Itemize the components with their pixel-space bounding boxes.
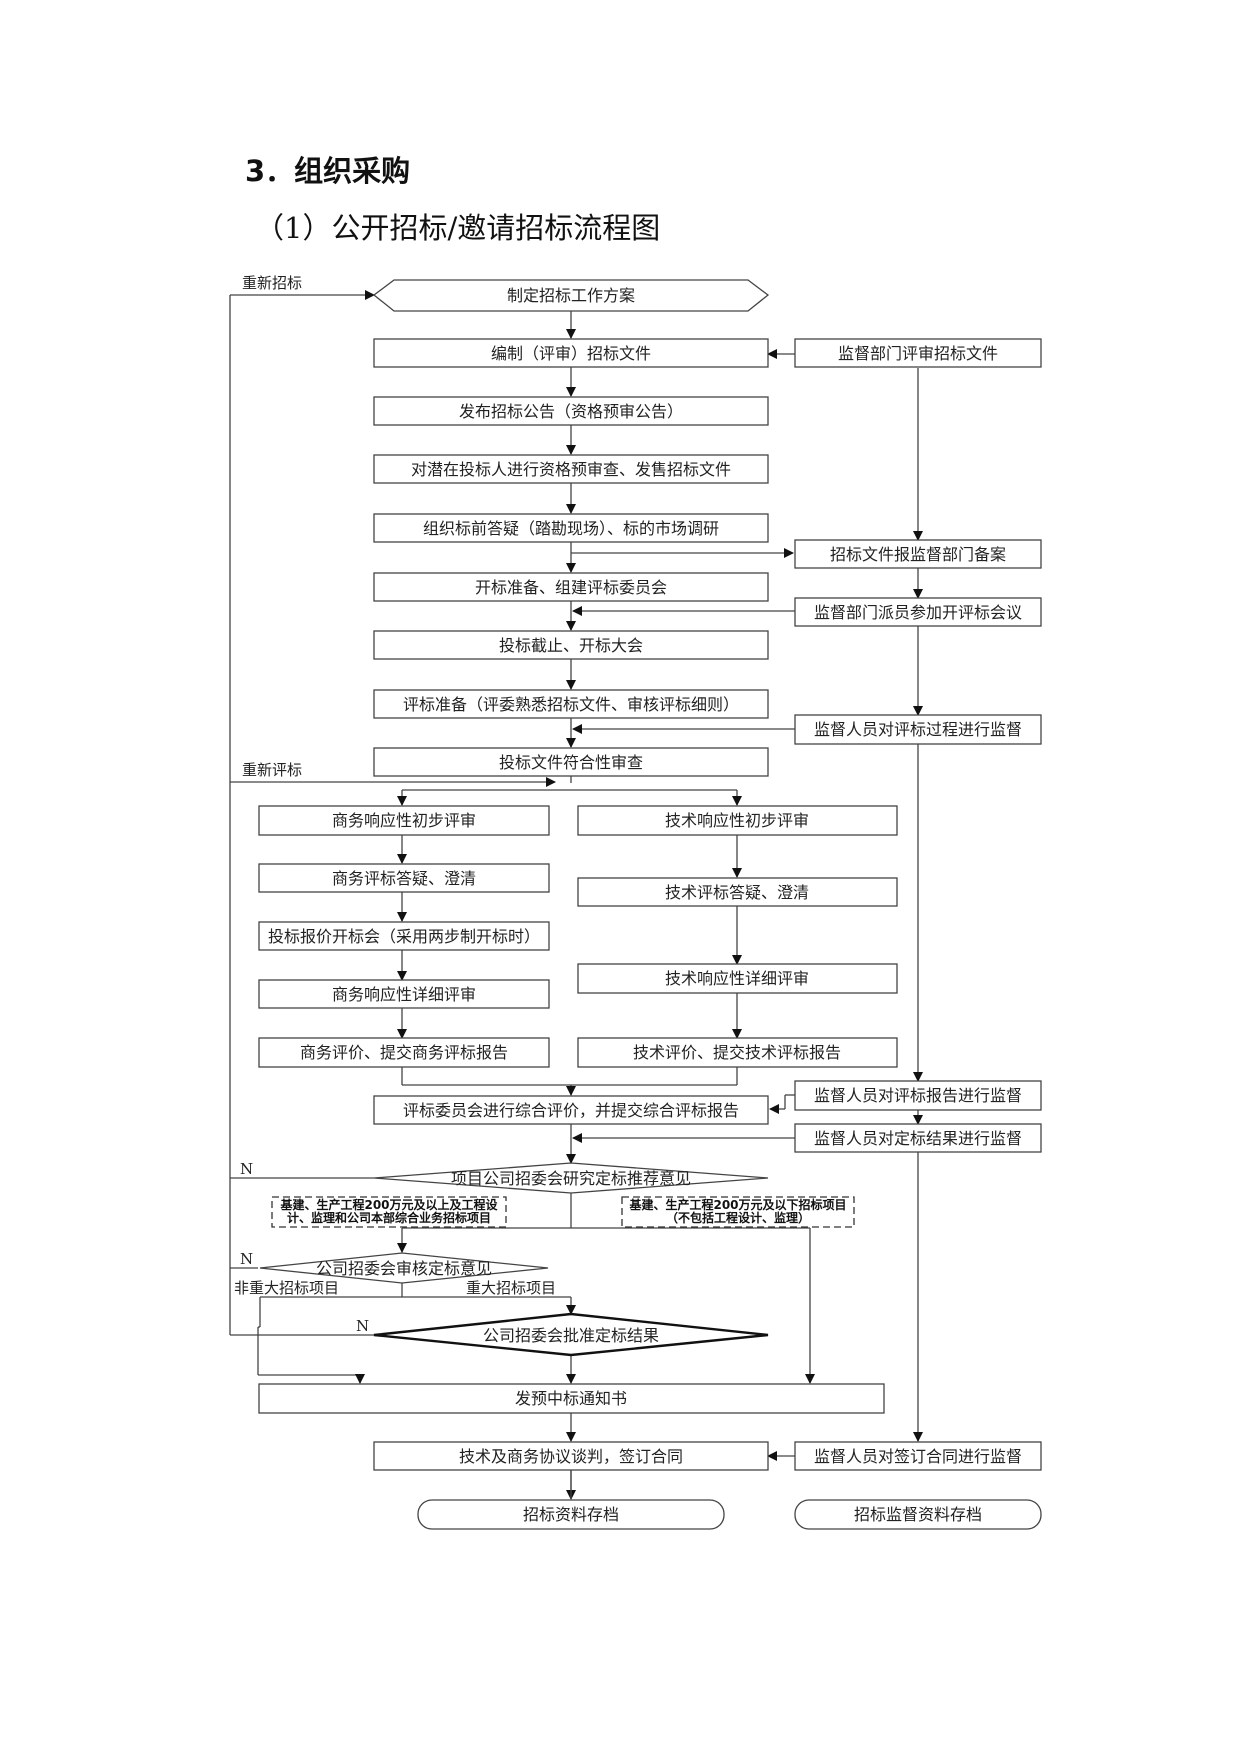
node-biz-prelim: 商务响应性初步评审	[258, 805, 550, 836]
svg-text:投标文件符合性审查: 投标文件符合性审查	[499, 753, 643, 772]
svg-text:公司招委会审核定标意见: 公司招委会审核定标意见	[316, 1259, 492, 1278]
svg-text:监督部门评审招标文件: 监督部门评审招标文件	[838, 344, 998, 363]
svg-text:监督人员对定标结果进行监督: 监督人员对定标结果进行监督	[814, 1129, 1022, 1148]
node-sup-eval: 监督人员对评标过程进行监督	[794, 714, 1042, 745]
svg-text:招标文件报监督部门备案: 招标文件报监督部门备案	[830, 545, 1006, 564]
scope-major: 基建、生产工程200万元及以上及工程设 计、监理和公司本部综合业务招标项目	[271, 1196, 507, 1228]
svg-text:监督人员对签订合同进行监督: 监督人员对签订合同进行监督	[814, 1447, 1022, 1466]
svg-text:商务评价、提交商务评标报告: 商务评价、提交商务评标报告	[300, 1043, 508, 1062]
node-compliance: 投标文件符合性审查	[373, 747, 769, 777]
svg-text:评标委员会进行综合评价，并提交综合评标报告: 评标委员会进行综合评价，并提交综合评标报告	[403, 1101, 739, 1120]
label-major: 重大招标项目	[466, 1279, 556, 1297]
node-sup-report: 监督人员对评标报告进行监督	[794, 1080, 1042, 1111]
node-biz-report: 商务评价、提交商务评标报告	[258, 1037, 550, 1068]
node-deadline: 投标截止、开标大会	[373, 630, 769, 660]
svg-text:基建、生产工程200万元及以下招标项目: 基建、生产工程200万元及以下招标项目	[628, 1197, 846, 1212]
svg-text:技术响应性初步评审: 技术响应性初步评审	[665, 811, 809, 830]
svg-text:计、监理和公司本部综合业务招标项目: 计、监理和公司本部综合业务招标项目	[287, 1210, 491, 1225]
svg-text:评标准备（评委熟悉招标文件、审核评标细则）: 评标准备（评委熟悉招标文件、审核评标细则）	[403, 695, 739, 714]
label-rebid: 重新招标	[242, 274, 302, 292]
node-tech-qa: 技术评标答疑、澄清	[577, 877, 898, 907]
label-non-major: 非重大招标项目	[234, 1279, 339, 1297]
svg-text:监督人员对评标过程进行监督: 监督人员对评标过程进行监督	[814, 720, 1022, 739]
node-price-open: 投标报价开标会（采用两步制开标时）	[258, 921, 550, 951]
svg-text:对潜在投标人进行资格预审查、发售招标文件: 对潜在投标人进行资格预审查、发售招标文件	[411, 460, 731, 479]
node-compile: 编制（评审）招标文件	[373, 338, 769, 368]
node-qa: 组织标前答疑（踏勘现场）、标的市场调研	[373, 513, 769, 543]
node-announce: 发布招标公告（资格预审公告）	[373, 396, 769, 426]
svg-text:商务响应性初步评审: 商务响应性初步评审	[332, 811, 476, 830]
svg-text:发布招标公告（资格预审公告）: 发布招标公告（资格预审公告）	[459, 402, 683, 421]
node-prep-open: 开标准备、组建评标委员会	[373, 572, 769, 602]
svg-text:项目公司招委会研究定标推荐意见: 项目公司招委会研究定标推荐意见	[451, 1169, 691, 1188]
decision-company-approve: 公司招委会批准定标结果	[373, 1312, 769, 1357]
terminal-sup-archive: 招标监督资料存档	[794, 1499, 1042, 1530]
svg-text:监督部门派员参加开评标会议: 监督部门派员参加开评标会议	[814, 603, 1022, 622]
terminal-archive: 招标资料存档	[417, 1499, 725, 1530]
svg-text:基建、生产工程200万元及以上及工程设: 基建、生产工程200万元及以上及工程设	[279, 1197, 498, 1212]
node-sup-contract: 监督人员对签订合同进行监督	[794, 1441, 1042, 1471]
svg-text:投标截止、开标大会: 投标截止、开标大会	[499, 636, 643, 655]
decision-company-review: 公司招委会审核定标意见	[259, 1252, 549, 1284]
svg-text:组织标前答疑（踏勘现场）、标的市场调研: 组织标前答疑（踏勘现场）、标的市场调研	[423, 519, 719, 538]
svg-text:技术及商务协议谈判，签订合同: 技术及商务协议谈判，签订合同	[459, 1447, 683, 1466]
svg-text:技术评价、提交技术评标报告: 技术评价、提交技术评标报告	[633, 1043, 841, 1062]
svg-text:监督人员对评标报告进行监督: 监督人员对评标报告进行监督	[814, 1086, 1022, 1105]
node-file-record: 招标文件报监督部门备案	[794, 539, 1042, 569]
svg-text:发预中标通知书: 发预中标通知书	[515, 1389, 627, 1408]
node-tech-detail: 技术响应性详细评审	[577, 963, 898, 994]
node-eval-prep: 评标准备（评委熟悉招标文件、审核评标细则）	[373, 689, 769, 719]
node-sup-send: 监督部门派员参加开评标会议	[794, 597, 1042, 627]
svg-text:编制（评审）招标文件: 编制（评审）招标文件	[491, 344, 651, 363]
node-prequal: 对潜在投标人进行资格预审查、发售招标文件	[373, 454, 769, 484]
svg-text:制定招标工作方案: 制定招标工作方案	[507, 286, 635, 305]
node-biz-detail: 商务响应性详细评审	[258, 979, 550, 1009]
svg-text:商务响应性详细评审: 商务响应性详细评审	[332, 985, 476, 1004]
node-tech-report: 技术评价、提交技术评标报告	[577, 1037, 898, 1068]
node-sup-review: 监督部门评审招标文件	[794, 338, 1042, 368]
svg-text:商务评标答疑、澄清: 商务评标答疑、澄清	[332, 869, 476, 888]
svg-text:投标报价开标会（采用两步制开标时）: 投标报价开标会（采用两步制开标时）	[268, 927, 540, 946]
svg-text:技术响应性详细评审: 技术响应性详细评审	[665, 969, 809, 988]
svg-text:技术评标答疑、澄清: 技术评标答疑、澄清	[665, 883, 809, 902]
node-notice: 发预中标通知书	[258, 1383, 885, 1414]
decision-project-committee: 项目公司招委会研究定标推荐意见	[373, 1162, 769, 1194]
node-biz-qa: 商务评标答疑、澄清	[258, 863, 550, 893]
label-no-approve: N	[356, 1317, 369, 1335]
node-tech-prelim: 技术响应性初步评审	[577, 805, 898, 836]
label-no-project: N	[240, 1160, 253, 1178]
scope-minor: 基建、生产工程200万元及以下招标项目 （不包括工程设计、监理）	[621, 1196, 855, 1228]
svg-text:招标资料存档: 招标资料存档	[523, 1505, 619, 1524]
node-sup-result: 监督人员对定标结果进行监督	[794, 1123, 1042, 1153]
svg-text:招标监督资料存档: 招标监督资料存档	[854, 1505, 982, 1524]
svg-text:公司招委会批准定标结果: 公司招委会批准定标结果	[483, 1326, 659, 1345]
label-no-review: N	[240, 1250, 253, 1268]
svg-text:（不包括工程设计、监理）: （不包括工程设计、监理）	[666, 1210, 810, 1225]
svg-text:开标准备、组建评标委员会: 开标准备、组建评标委员会	[475, 578, 667, 597]
node-overall: 评标委员会进行综合评价，并提交综合评标报告	[373, 1095, 769, 1125]
node-contract: 技术及商务协议谈判，签订合同	[373, 1441, 769, 1471]
connectors	[229, 290, 923, 1500]
flowchart-title: （1）公开招标/邀请招标流程图	[255, 211, 661, 245]
node-plan: 制定招标工作方案	[372, 279, 770, 312]
section-heading: 3．组织采购	[245, 154, 411, 188]
label-reeval: 重新评标	[242, 761, 302, 779]
